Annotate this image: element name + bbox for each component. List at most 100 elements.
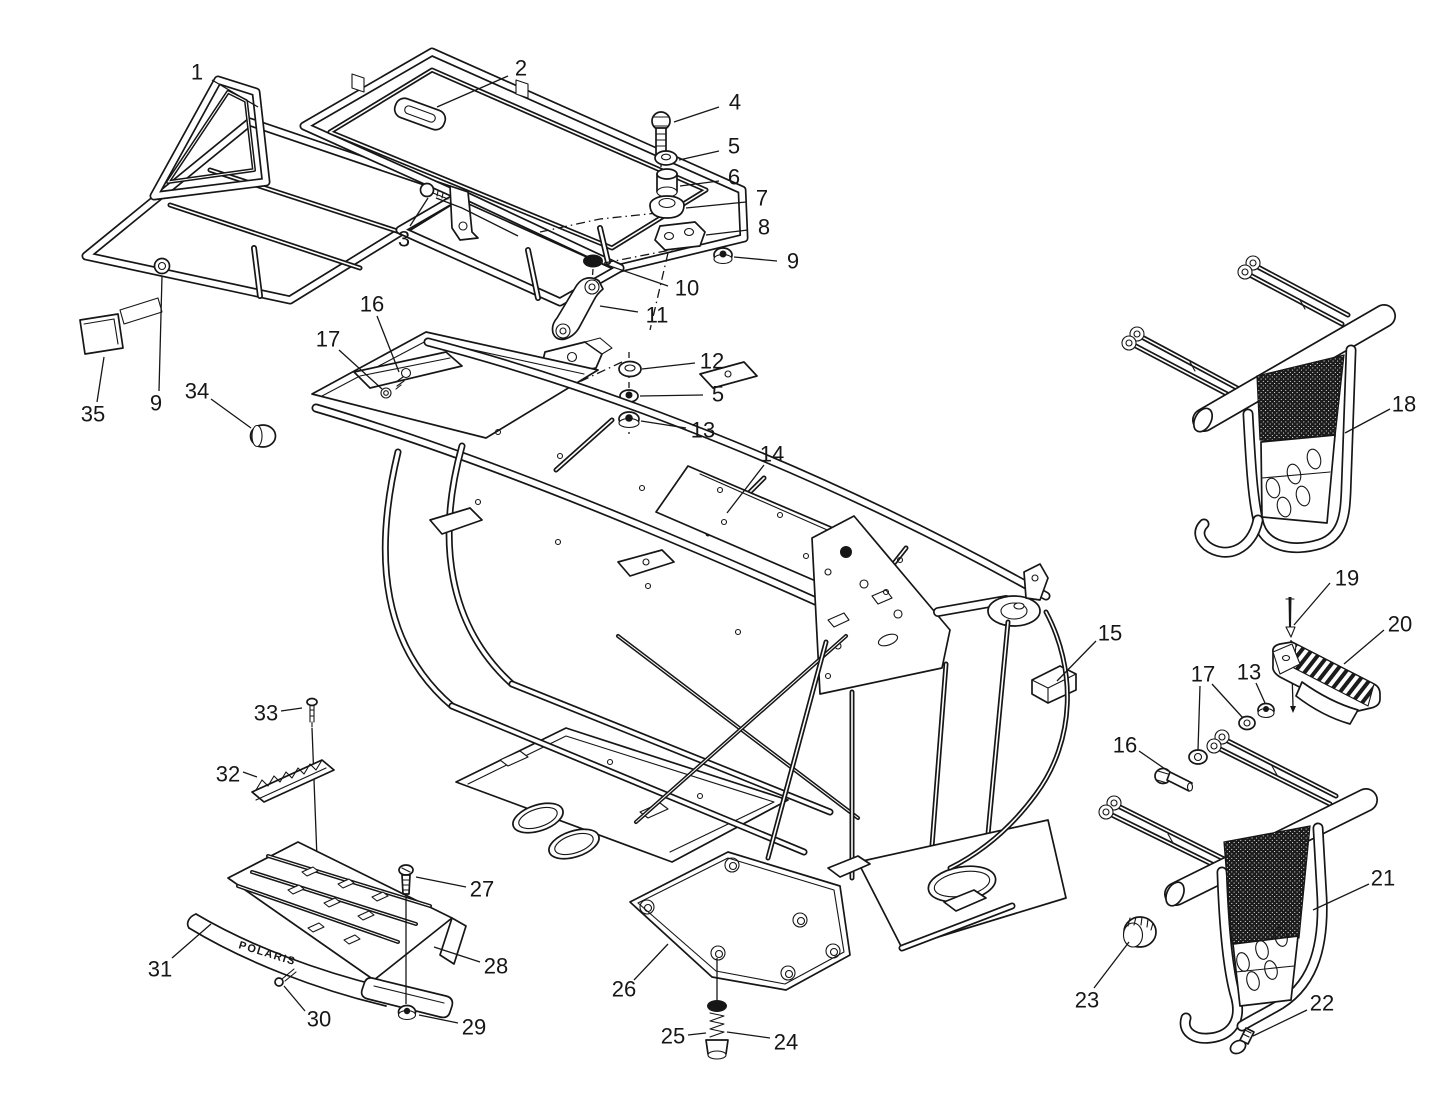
leader-line-10 xyxy=(603,263,669,287)
bolt-22 xyxy=(1229,1027,1255,1055)
callout-31: 31 xyxy=(148,957,172,982)
leader-line-27 xyxy=(415,876,467,888)
screw-16a xyxy=(395,367,412,390)
leader-line-21 xyxy=(1312,883,1370,911)
leader-line-18 xyxy=(1344,408,1391,434)
bolt-27 xyxy=(398,864,414,1004)
leader-line-17 xyxy=(338,349,383,390)
leader-line-16 xyxy=(1138,750,1169,772)
bracket-32 xyxy=(251,759,335,803)
leader-line-5 xyxy=(678,150,720,161)
footrest-plate-28 xyxy=(227,841,467,981)
brand-text: POLARIS xyxy=(237,939,297,968)
leader-line-29 xyxy=(418,1014,459,1024)
leader-line-8 xyxy=(705,229,749,236)
leader-line-19 xyxy=(1293,582,1331,626)
leader-line-25 xyxy=(687,1032,707,1036)
leader-line-12 xyxy=(641,362,696,370)
nut-9 xyxy=(713,247,733,265)
leader-line-4 xyxy=(673,106,720,123)
leader-line-9 xyxy=(733,256,778,262)
callout-22: 22 xyxy=(1310,991,1334,1016)
callout-30: 30 xyxy=(307,1007,331,1032)
leader-line-5 xyxy=(639,394,704,397)
cap-10 xyxy=(583,254,603,268)
callout-16: 16 xyxy=(1113,733,1137,758)
leader-line-28 xyxy=(433,946,481,963)
callout-35: 35 xyxy=(81,402,105,427)
callout-11: 11 xyxy=(646,303,669,328)
callout-12: 12 xyxy=(700,349,724,374)
bolt-24-25 xyxy=(705,958,729,1060)
callout-14: 14 xyxy=(760,442,784,467)
leader-line-9 xyxy=(158,275,163,392)
callout-13: 13 xyxy=(691,418,715,443)
callout-26: 26 xyxy=(612,977,636,1002)
lower-bumper xyxy=(1098,702,1378,1055)
leader-line-13 xyxy=(640,420,687,429)
leader-line-13 xyxy=(1255,682,1266,704)
washer-17-upper xyxy=(1238,715,1256,731)
leader-line-6 xyxy=(679,180,720,187)
leader-line-35 xyxy=(96,356,105,403)
leader-line-23 xyxy=(1093,941,1130,989)
cap-23 xyxy=(1122,916,1157,948)
front-bumper xyxy=(1121,255,1396,558)
callout-33: 33 xyxy=(254,701,278,726)
leader-line-32 xyxy=(242,771,258,778)
bolt-16b xyxy=(1154,767,1194,792)
callout-5: 5 xyxy=(728,134,740,159)
bushing-7 xyxy=(649,195,685,219)
nut-9-rack xyxy=(153,257,171,275)
callout-21: 21 xyxy=(1371,866,1395,891)
callout-1: 1 xyxy=(191,60,203,85)
rear-rack xyxy=(79,47,749,448)
callout-10: 10 xyxy=(675,276,699,301)
callout-3: 3 xyxy=(398,227,410,252)
bolt-4 xyxy=(651,111,671,155)
callout-29: 29 xyxy=(462,1015,486,1040)
callout-23: 23 xyxy=(1075,988,1099,1013)
callout-25: 25 xyxy=(661,1024,685,1049)
bumper-21-arms xyxy=(1098,729,1339,873)
callout-32: 32 xyxy=(216,762,240,787)
leader-line-11 xyxy=(599,305,639,313)
nut-29 xyxy=(397,1004,417,1021)
leader-line-26 xyxy=(633,943,669,981)
cap-34 xyxy=(249,424,277,448)
callout-2: 2 xyxy=(515,56,527,81)
bracket-8 xyxy=(654,221,706,251)
leader-line-16 xyxy=(376,315,400,373)
leader-line-31 xyxy=(171,923,212,959)
leader-line-14 xyxy=(726,464,765,514)
callout-27: 27 xyxy=(470,877,494,902)
leader-line-34 xyxy=(210,398,252,429)
callout-34: 34 xyxy=(185,379,209,404)
washer-5a xyxy=(654,150,678,166)
leader-line-30 xyxy=(283,985,306,1012)
leader-line-20 xyxy=(1343,629,1385,665)
callout-24: 24 xyxy=(774,1030,798,1055)
leader-line-17 xyxy=(1211,683,1244,719)
callout-9: 9 xyxy=(150,391,162,416)
leader-line-7 xyxy=(685,201,747,209)
callout-8: 8 xyxy=(758,215,770,240)
leader-line-24 xyxy=(726,1031,771,1039)
callout-17: 17 xyxy=(316,327,340,352)
bolt-3 xyxy=(419,182,449,200)
screw-30 xyxy=(274,968,297,987)
nut-13a xyxy=(618,411,640,429)
callout-7: 7 xyxy=(756,186,768,211)
leader-line-1 xyxy=(211,79,259,108)
skid-plate xyxy=(629,851,851,1060)
leader-line-2 xyxy=(436,75,509,108)
callout-19: 19 xyxy=(1335,566,1359,591)
callout-13: 13 xyxy=(1237,660,1261,685)
leader-line-22 xyxy=(1252,1009,1308,1037)
callout-28: 28 xyxy=(484,954,508,979)
leader-line-15 xyxy=(1056,640,1097,682)
callout-15: 15 xyxy=(1098,621,1122,646)
callout-18: 18 xyxy=(1392,392,1416,417)
callout-9: 9 xyxy=(787,249,799,274)
